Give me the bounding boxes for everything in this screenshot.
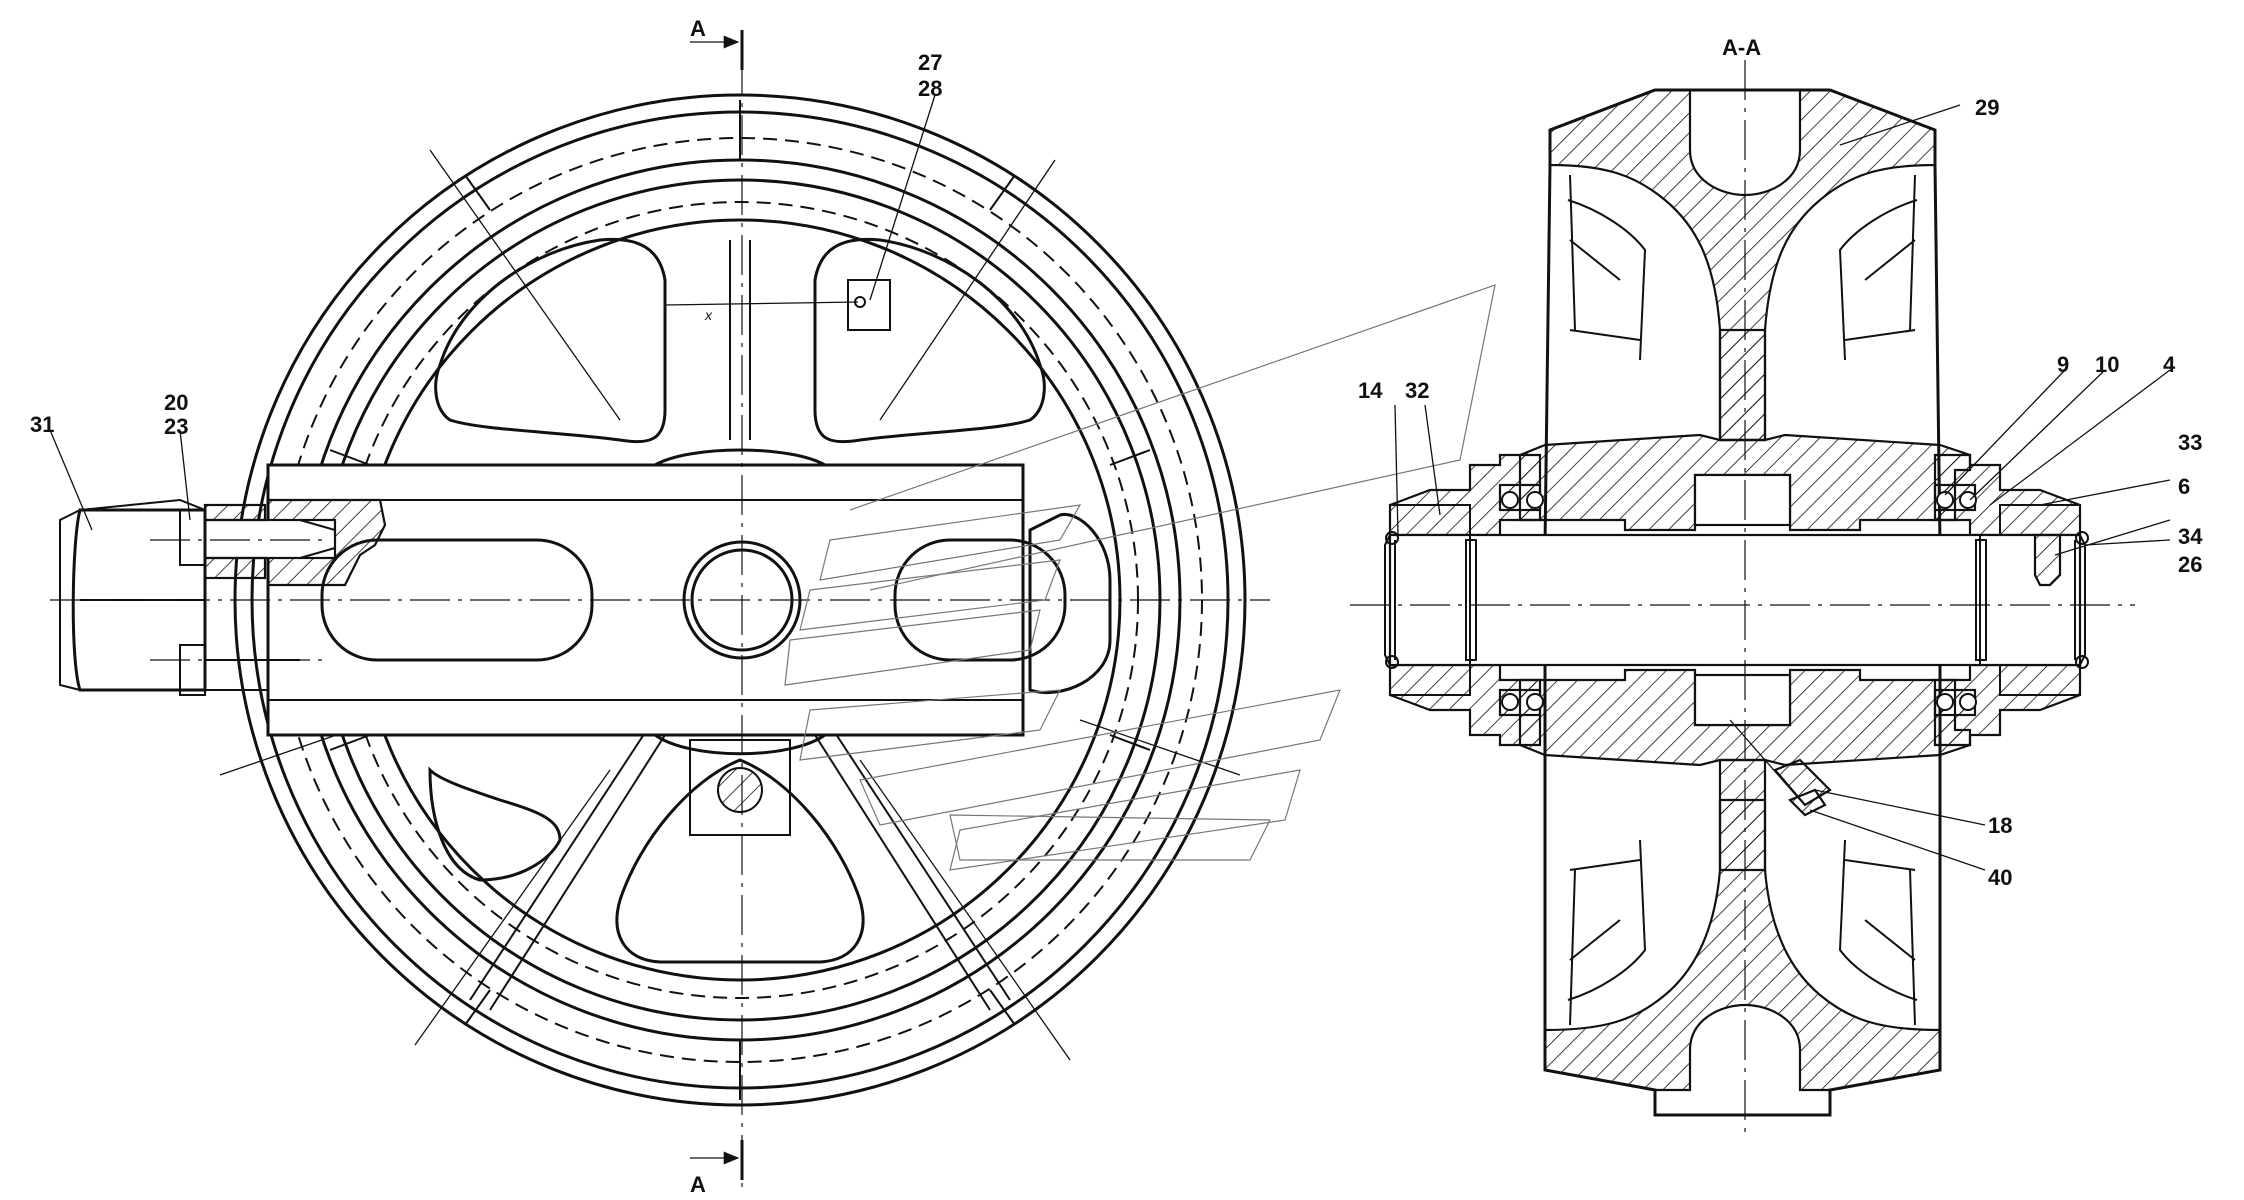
section-mark-bottom: A [690,1172,706,1197]
callout-27: 27 [918,50,942,75]
callout-4: 4 [2163,352,2176,377]
plug [2033,533,2062,587]
axle-shaft [1388,533,2082,667]
section-mark-top: A [690,16,706,41]
bolt-shank [203,518,337,560]
callout-23: 23 [164,414,188,439]
callout-leaders [49,94,2171,871]
hub-arc-bottom [654,733,826,756]
axle-end-left [1384,534,1391,666]
callout-32: 32 [1405,378,1429,403]
section-view: A-A [1350,35,2135,1140]
web-window-upper-left [434,237,667,444]
callout-10: 10 [2095,352,2119,377]
web-window-right [1028,512,1112,695]
hub-grease-bore [1693,473,1792,527]
grease-fitting [689,739,791,836]
spoke-lines [469,240,1011,1011]
tension-block [71,508,207,692]
callout-29: 29 [1975,95,1999,120]
background-artifacts [784,284,1496,871]
upper-web-ribs [1567,174,1918,361]
callout-26: 26 [2178,552,2202,577]
lower-web-ribs [1567,839,1918,1026]
lower-flange-hatch [1543,798,1942,1092]
hub-arc-top [654,448,826,467]
rib-lines [329,100,1151,1100]
marking-plate [847,279,891,331]
callout-6: 6 [2178,474,2190,499]
bolt-head-upper [179,509,206,566]
web-window-upper-right [813,237,1046,444]
callout-31: 31 [30,412,54,437]
callout-14: 14 [1358,378,1383,403]
web-window-lower-left [428,766,562,882]
axle-end-right [2079,534,2086,666]
callout-labels: 31 20 23 27 28 14 32 29 9 10 4 33 6 34 2… [30,50,2203,890]
callout-40: 40 [1988,865,2012,890]
web-window-lower-center [615,758,865,964]
seal-rings [1498,483,1977,717]
callout-28: 28 [918,76,942,101]
front-view: x A A [50,16,1270,1197]
callout-33: 33 [2178,430,2202,455]
callout-18: 18 [1988,813,2012,838]
section-title: A-A [1722,35,1761,60]
grease-fitting-section [1729,719,1832,817]
dimension-line-x [664,301,859,306]
callout-34: 34 [2178,524,2203,549]
dimension-x-label: x [704,307,713,323]
callout-20: 20 [164,390,188,415]
callout-9: 9 [2057,352,2069,377]
bolt-head-lower [179,644,206,696]
